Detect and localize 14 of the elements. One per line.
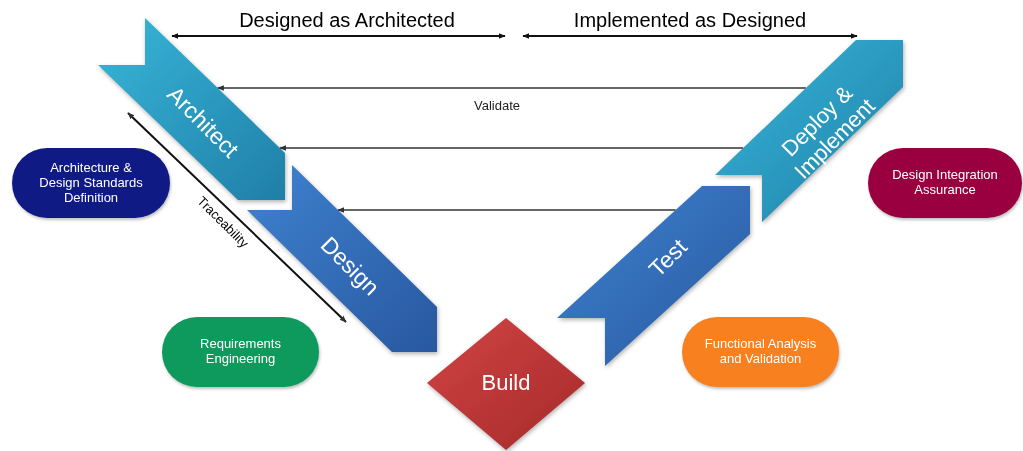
arrow bbox=[216, 85, 807, 91]
shape-label: Test bbox=[642, 232, 693, 284]
heading-label: Designed as Architected bbox=[239, 8, 455, 32]
pill-label: Design Integration Assurance bbox=[891, 168, 999, 198]
requirements-pill bbox=[162, 317, 319, 387]
arrow bbox=[337, 207, 677, 213]
shape-label: Build bbox=[480, 370, 532, 396]
pill-label: Functional Analysis and Validation bbox=[703, 337, 818, 367]
arrow bbox=[279, 145, 744, 151]
pill-label: Architecture & Design Standards Definition bbox=[38, 160, 144, 206]
heading-label: Implemented as Designed bbox=[573, 8, 807, 32]
pill-label: Requirements Engineering bbox=[199, 337, 282, 367]
analysis-pill bbox=[682, 317, 839, 387]
arrow bbox=[127, 112, 347, 323]
